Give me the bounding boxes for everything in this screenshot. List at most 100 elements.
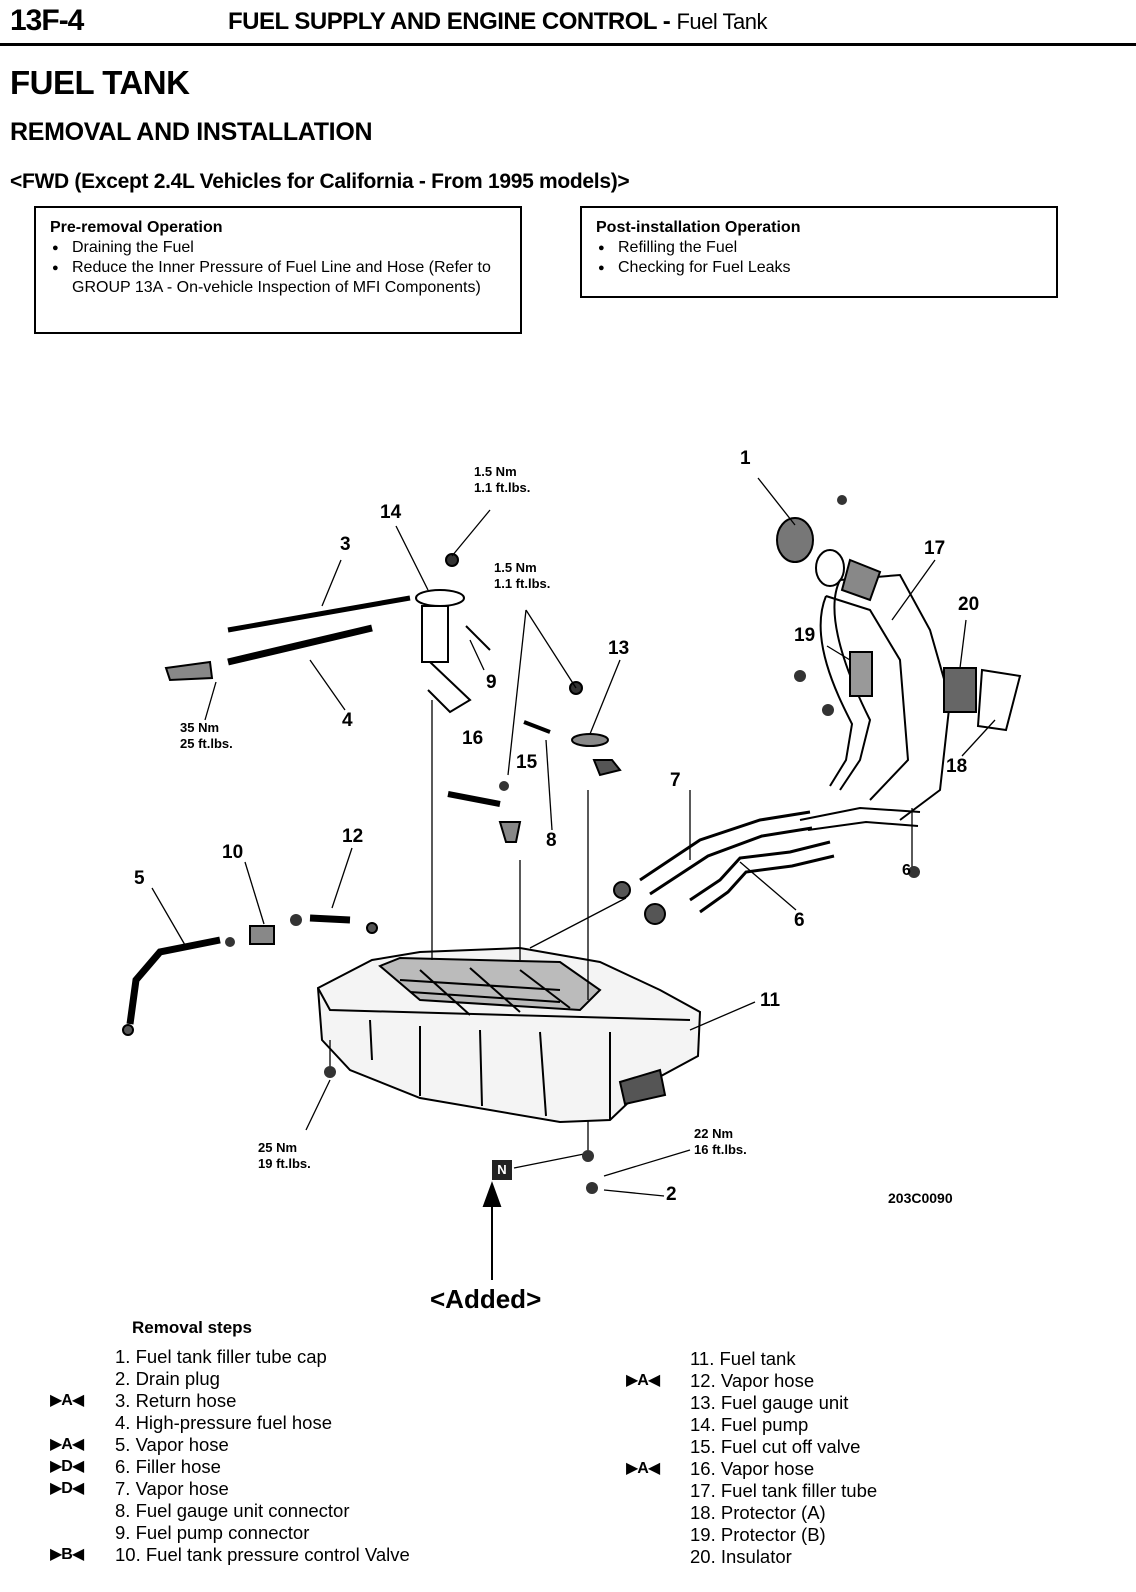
callout-4: 4 — [342, 710, 353, 731]
callout-3: 3 — [340, 534, 351, 555]
pre-removal-box: Pre-removal Operation Draining the Fuel … — [34, 206, 522, 334]
step-text: 2. Drain plug — [115, 1368, 220, 1389]
torque-ftlbs: 25 ft.lbs. — [180, 736, 233, 751]
post-installation-title: Post-installation Operation — [596, 219, 801, 236]
page-subtitle: REMOVAL AND INSTALLATION — [10, 118, 373, 146]
callout-12: 12 — [342, 826, 364, 847]
list-item: 18. Protector (A) — [626, 1502, 1026, 1524]
callout-20: 20 — [958, 594, 980, 615]
post-installation-item: Refilling the Fuel — [596, 238, 1044, 258]
fuel-tank-exploded-diagram — [122, 477, 1022, 1280]
step-mark: ▶D◀ — [50, 1458, 84, 1475]
torque-ftlbs: 16 ft.lbs. — [694, 1142, 747, 1157]
removal-steps-left: 1. Fuel tank filler tube cap 2. Drain pl… — [50, 1346, 510, 1566]
torque-spec: 22 Nm 16 ft.lbs. — [694, 1126, 747, 1158]
list-item: ▶A◀16. Vapor hose — [626, 1458, 1026, 1480]
list-item: ▶D◀7. Vapor hose — [50, 1478, 510, 1500]
callout-11: 11 — [760, 990, 781, 1011]
torque-nm: 22 Nm — [694, 1126, 734, 1141]
callout-19: 19 — [794, 625, 816, 646]
hardware-bolts — [225, 495, 920, 1194]
section-title-main: FUEL SUPPLY AND ENGINE CONTROL - — [228, 8, 671, 35]
step-mark: ▶D◀ — [50, 1480, 84, 1497]
callout-8: 8 — [546, 830, 557, 851]
list-item: 17. Fuel tank filler tube — [626, 1480, 1026, 1502]
callout-10: 10 — [222, 842, 244, 863]
step-text: 8. Fuel gauge unit connector — [115, 1500, 350, 1521]
callout-15: 15 — [516, 752, 538, 773]
fuel-tank-drawing — [316, 946, 702, 1124]
protector-b-drawing — [849, 651, 873, 697]
step-mark: ▶B◀ — [50, 1546, 84, 1563]
figure-id: 203C0090 — [888, 1190, 953, 1206]
list-item: 15. Fuel cut off valve — [626, 1436, 1026, 1458]
step-text: 10. Fuel tank pressure control Valve — [115, 1544, 410, 1565]
step-text: 15. Fuel cut off valve — [690, 1436, 861, 1457]
torque-ftlbs: 19 ft.lbs. — [258, 1156, 311, 1171]
callout-1: 1 — [740, 448, 751, 469]
n-marker-badge: N — [492, 1160, 512, 1180]
list-item: 8. Fuel gauge unit connector — [50, 1500, 510, 1522]
list-item: ▶A◀3. Return hose — [50, 1390, 510, 1412]
post-installation-box: Post-installation Operation Refilling th… — [580, 206, 1058, 298]
list-item: 9. Fuel pump connector — [50, 1522, 510, 1544]
list-item: 19. Protector (B) — [626, 1524, 1026, 1546]
torque-nm: 1.5 Nm — [474, 464, 517, 479]
torque-nm: 35 Nm — [180, 720, 220, 735]
list-item: 4. High-pressure fuel hose — [50, 1412, 510, 1434]
insulator-drawing — [943, 667, 977, 713]
step-text: 5. Vapor hose — [115, 1434, 229, 1455]
filler-cap-drawing — [776, 517, 845, 587]
fuel-gauge-drawing — [569, 681, 622, 777]
leader-lines — [151, 477, 996, 1197]
added-arrow — [482, 1181, 502, 1280]
callout-9: 9 — [486, 672, 497, 693]
torque-spec: 25 Nm 19 ft.lbs. — [258, 1140, 311, 1172]
filler-hose-drawing — [613, 810, 835, 925]
list-item: 13. Fuel gauge unit — [626, 1392, 1026, 1414]
list-item: ▶B◀ 10. Fuel tank pressure control Valve — [50, 1544, 510, 1566]
torque-spec: 1.5 Nm 1.1 ft.lbs. — [494, 560, 550, 592]
step-text: 9. Fuel pump connector — [115, 1522, 310, 1543]
torque-nm: 1.5 Nm — [494, 560, 537, 575]
list-item: ▶D◀ 6. Filler hose — [50, 1456, 510, 1478]
pre-removal-title: Pre-removal Operation — [50, 219, 223, 236]
list-item: 20. Insulator — [626, 1546, 1026, 1568]
header-rule — [0, 43, 1136, 46]
protector-a-drawing — [976, 668, 1022, 732]
list-item: 2. Drain plug — [50, 1368, 510, 1390]
section-title-sub: Fuel Tank — [676, 9, 767, 34]
callout-18: 18 — [946, 756, 968, 777]
callout-5: 5 — [134, 868, 145, 889]
fuel-pump-drawing — [415, 553, 491, 714]
callout-7: 7 — [670, 770, 681, 791]
list-item: 1. Fuel tank filler tube cap — [50, 1346, 510, 1368]
step-text: 6. Filler hose — [115, 1456, 221, 1477]
torque-spec: 35 Nm 25 ft.lbs. — [180, 720, 233, 752]
step-text: 20. Insulator — [690, 1546, 792, 1567]
removal-steps-title: Removal steps — [132, 1318, 252, 1337]
step-text: 18. Protector (A) — [690, 1502, 826, 1523]
list-item: ▶A◀12. Vapor hose — [626, 1370, 1026, 1392]
callout-6: 6 — [794, 910, 805, 931]
step-text: 13. Fuel gauge unit — [690, 1392, 849, 1413]
callout-14: 14 — [380, 502, 402, 523]
torque-spec: 1.5 Nm 1.1 ft.lbs. — [474, 464, 530, 496]
return-hose-drawing — [164, 595, 411, 682]
applicability-note: <FWD (Except 2.4L Vehicles for Californi… — [10, 170, 630, 193]
vapor-hose-drawing — [122, 914, 378, 1036]
callout-6-bolt: 6 — [902, 862, 911, 879]
step-text: 11. Fuel tank — [690, 1348, 796, 1369]
step-mark: ▶A◀ — [50, 1392, 84, 1409]
page-title: FUEL TANK — [10, 64, 190, 101]
step-text: 1. Fuel tank filler tube cap — [115, 1346, 327, 1367]
list-item: 14. Fuel pump — [626, 1414, 1026, 1436]
step-mark: ▶A◀ — [626, 1460, 660, 1477]
callout-16: 16 — [462, 728, 484, 749]
section-code: 13F-4 — [10, 4, 84, 37]
callout-13: 13 — [608, 638, 630, 659]
step-text: 17. Fuel tank filler tube — [690, 1480, 878, 1501]
section-title: FUEL SUPPLY AND ENGINE CONTROL - Fuel Ta… — [228, 8, 767, 36]
step-text: 19. Protector (B) — [690, 1524, 826, 1545]
step-text: 4. High-pressure fuel hose — [115, 1412, 332, 1433]
